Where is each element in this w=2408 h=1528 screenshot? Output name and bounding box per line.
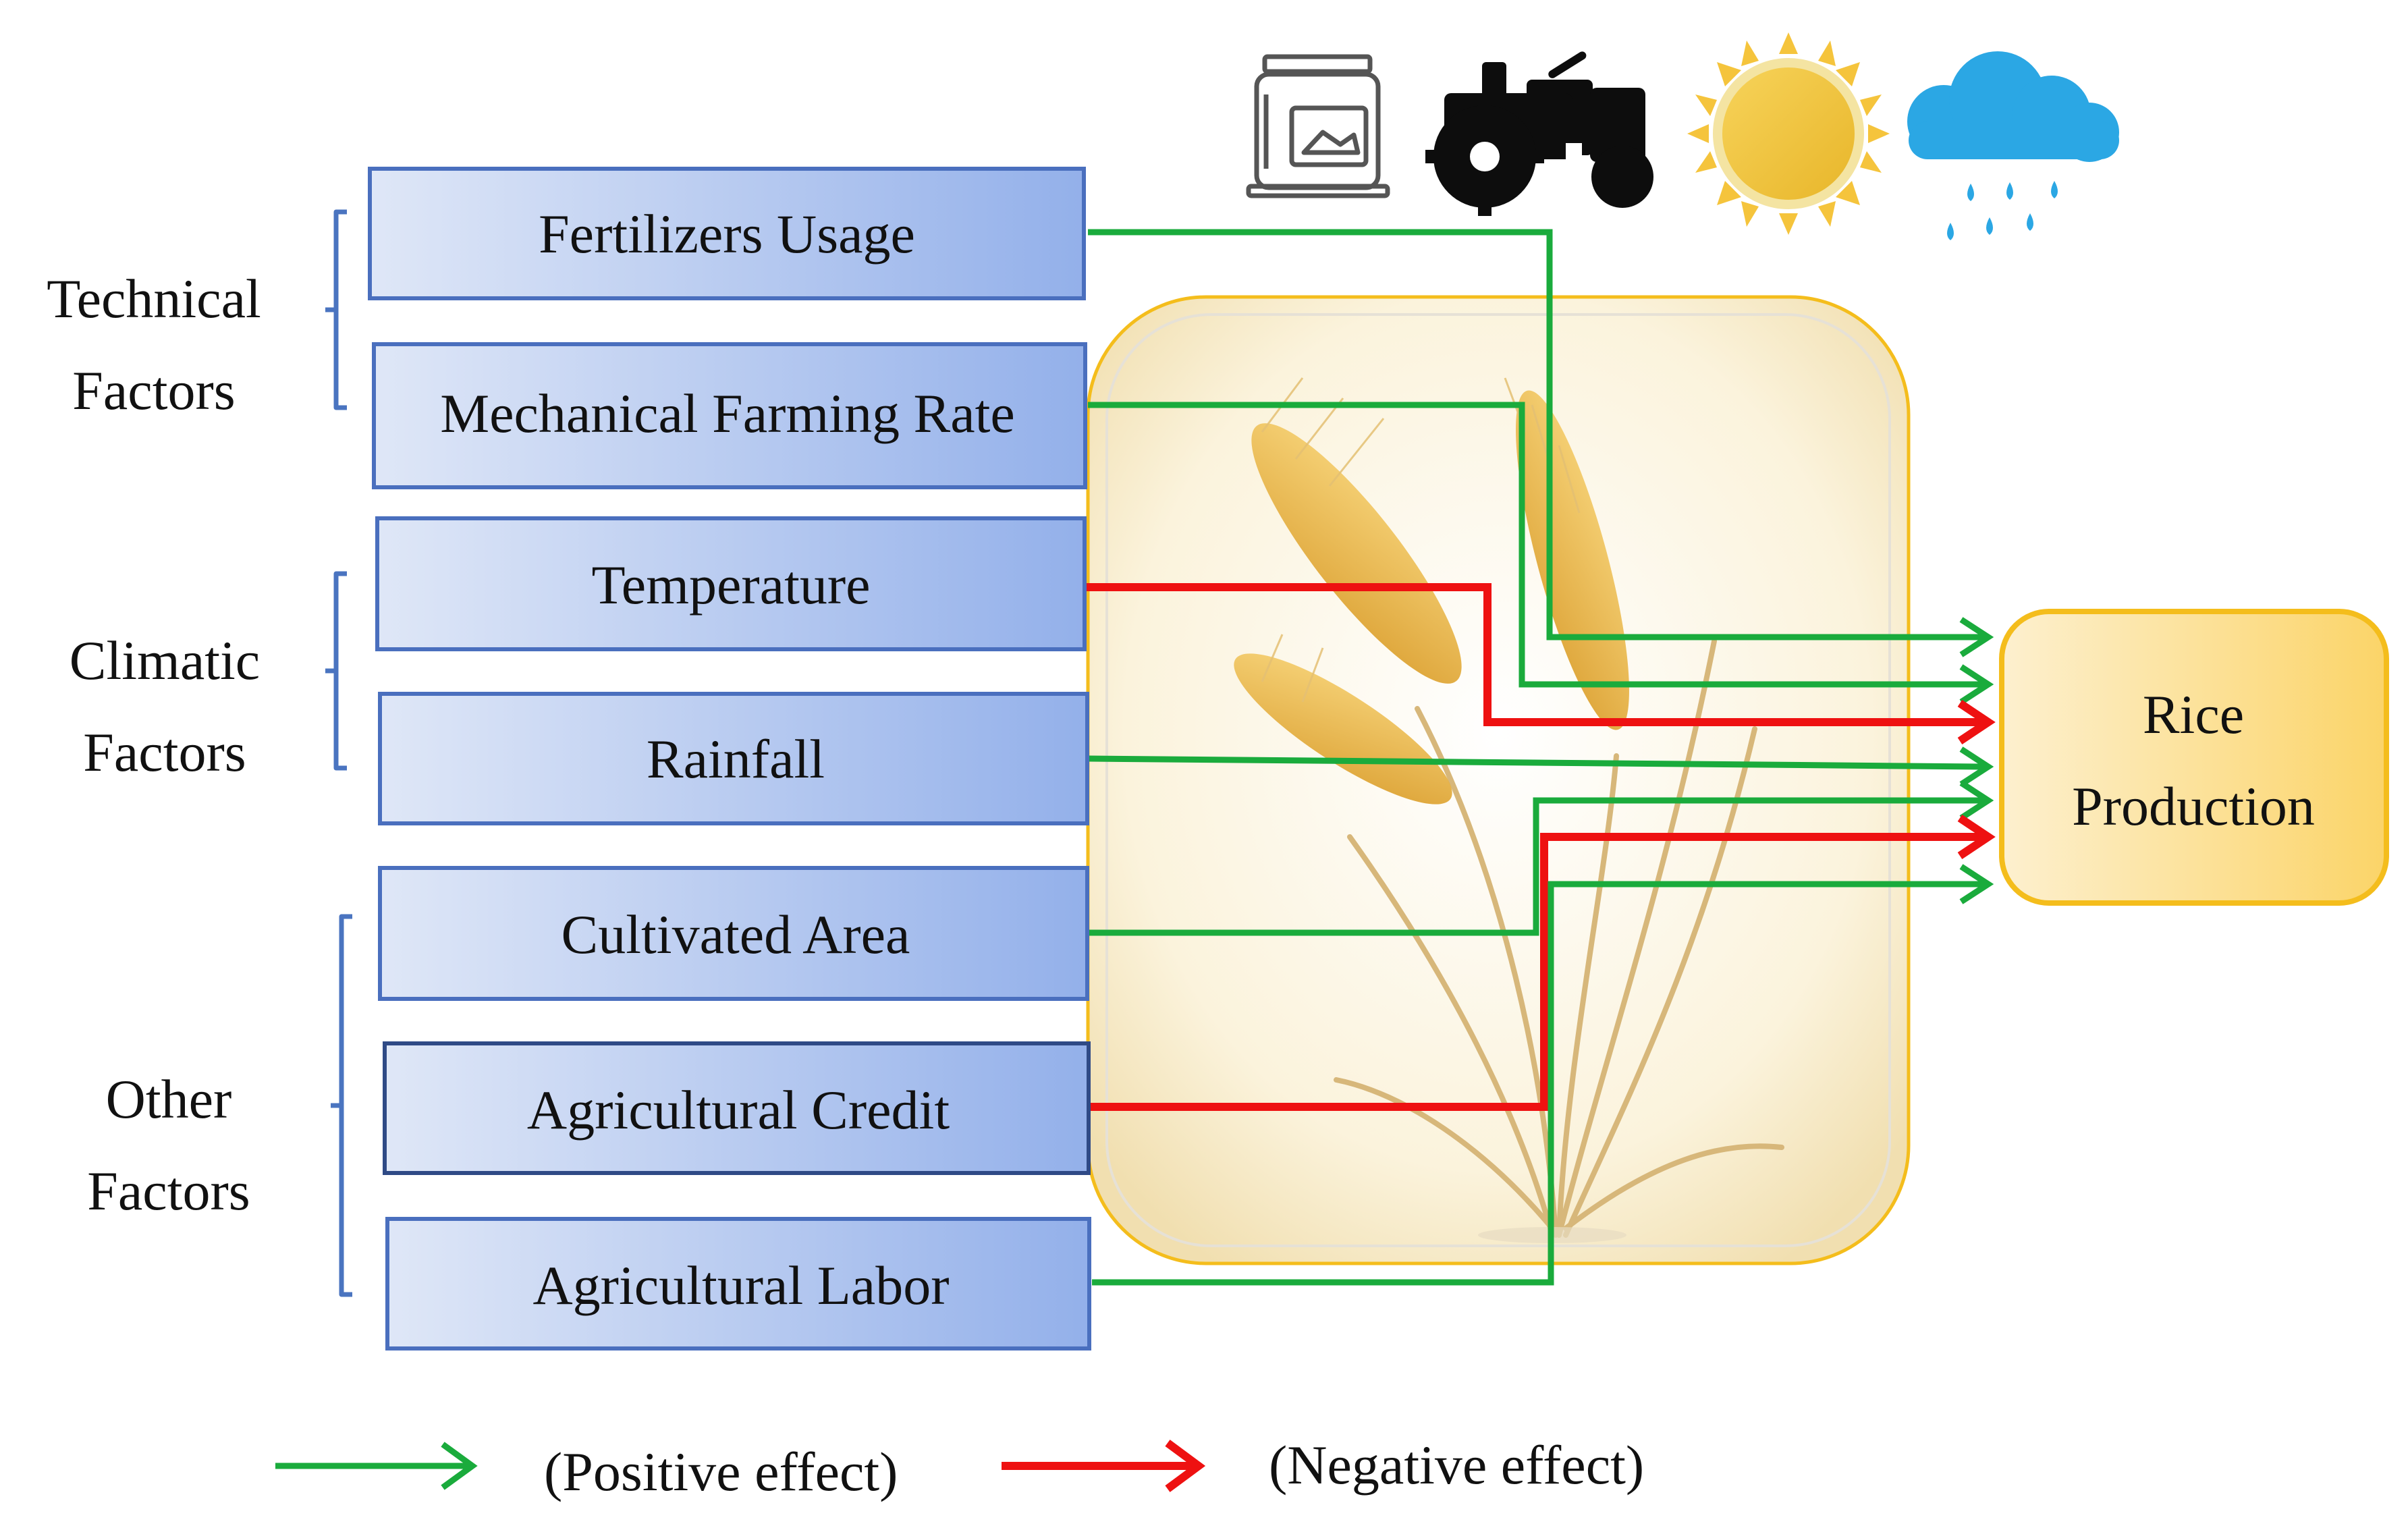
factor-box-agricultural-labor: Agricultural Labor xyxy=(385,1217,1091,1350)
target-label-line2: Production xyxy=(2072,775,2315,837)
sun-icon xyxy=(1687,32,1890,235)
factor-label: Agricultural Credit xyxy=(527,1079,950,1141)
connector-agricultural-labor xyxy=(1092,864,1994,1286)
connector-rainfall xyxy=(1089,746,1994,787)
fertilizer-bag-icon xyxy=(1246,54,1390,198)
factor-box-rainfall: Rainfall xyxy=(378,692,1089,825)
connectors xyxy=(1087,229,1996,1286)
bracket-climatic xyxy=(325,571,347,771)
connector-cultivated-area xyxy=(1089,780,1994,936)
group-labels: Technical Factors Climatic Factors Other… xyxy=(47,268,261,1222)
group-technical-line1: Technical xyxy=(47,268,261,329)
group-brackets xyxy=(325,209,352,1297)
group-other-line2: Factors xyxy=(87,1160,250,1222)
wheat-frame xyxy=(1086,295,1911,1265)
group-technical-line2: Factors xyxy=(72,360,235,421)
factor-label: Temperature xyxy=(591,554,870,616)
factor-label: Cultivated Area xyxy=(562,904,910,965)
legend-positive-label: (Positive effect) xyxy=(544,1441,898,1502)
factor-boxes: Fertilizers Usage Mechanical Farming Rat… xyxy=(368,167,1091,1350)
factor-label: Fertilizers Usage xyxy=(539,203,915,265)
legend: (Positive effect) (Negative effect) xyxy=(275,1434,1644,1502)
connector-agricultural-credit xyxy=(1091,815,1996,1111)
legend-negative-arrow xyxy=(1002,1440,1206,1492)
wheat-illustration xyxy=(1086,295,1911,1265)
connector-fertilizers xyxy=(1088,229,1994,657)
factor-box-agricultural-credit: Agricultural Credit xyxy=(383,1041,1091,1175)
legend-negative-label: (Negative effect) xyxy=(1269,1434,1644,1496)
tractor-icon xyxy=(1425,51,1653,216)
connector-temperature xyxy=(1087,583,1996,744)
target-rice-production: Rice Production xyxy=(1999,609,2389,906)
rain-cloud-icon xyxy=(1907,51,2119,240)
bracket-other xyxy=(331,914,352,1297)
factor-box-mechanical: Mechanical Farming Rate xyxy=(372,342,1087,489)
legend-positive-arrow xyxy=(275,1442,478,1490)
bracket-technical xyxy=(325,209,347,410)
factor-box-cultivated-area: Cultivated Area xyxy=(378,866,1089,1001)
target-label-line1: Rice xyxy=(2143,684,2244,745)
factor-box-fertilizers: Fertilizers Usage xyxy=(368,167,1086,300)
group-climatic-line2: Factors xyxy=(83,721,246,783)
group-climatic-line1: Climatic xyxy=(70,630,260,691)
factor-label: Mechanical Farming Rate xyxy=(440,383,1015,444)
group-other-line1: Other xyxy=(106,1068,232,1130)
factor-label: Rainfall xyxy=(647,728,825,790)
factor-box-temperature: Temperature xyxy=(375,516,1087,651)
connector-mechanical xyxy=(1088,402,1994,705)
factor-label: Agricultural Labor xyxy=(532,1255,949,1316)
